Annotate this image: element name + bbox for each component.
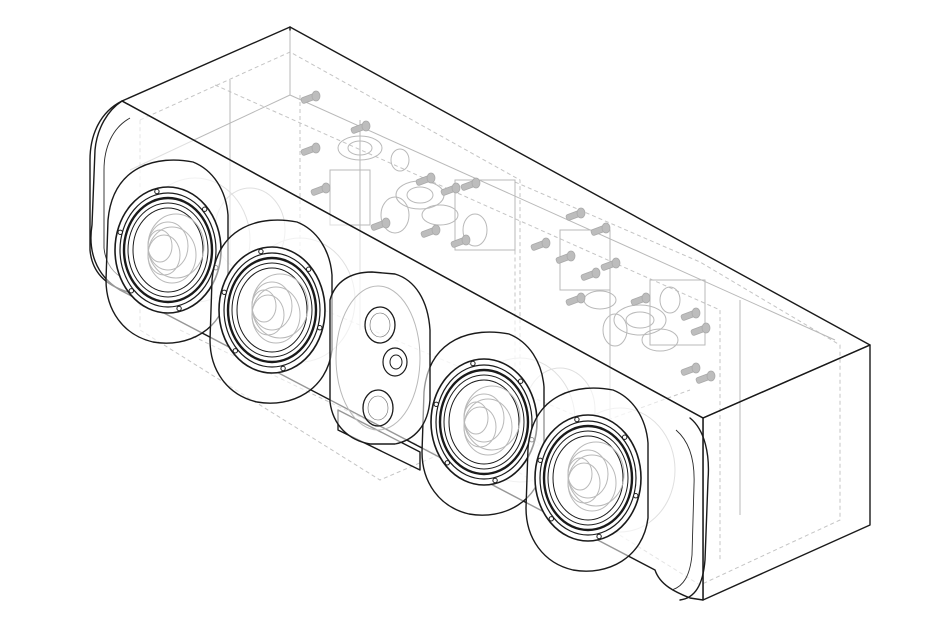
- cabinet-right-face: [702, 344, 871, 601]
- woofer-ring: [119, 192, 217, 308]
- bolt: [415, 172, 436, 186]
- bolt: [565, 292, 586, 306]
- screw: [154, 188, 160, 195]
- bolt: [460, 177, 481, 191]
- crossover-component-cluster-right: [559, 229, 706, 352]
- tweeter-upper: [364, 306, 396, 344]
- woofer-ring: [542, 424, 634, 532]
- port-inner: [389, 354, 403, 370]
- screw: [633, 493, 639, 499]
- port-ring: [382, 347, 408, 377]
- bolt: [565, 207, 586, 221]
- bolt: [680, 307, 701, 321]
- screw: [470, 360, 476, 367]
- screw: [280, 365, 286, 372]
- cone-detail: [567, 441, 625, 507]
- screw: [128, 288, 135, 294]
- woofer-ring: [122, 196, 214, 304]
- bolt: [600, 257, 621, 271]
- screw: [317, 325, 323, 331]
- cone-detail: [463, 398, 513, 456]
- tweeter-upper-dome: [369, 312, 391, 338]
- bolt: [530, 237, 551, 251]
- bolt: [590, 222, 611, 236]
- woofer-ring: [552, 435, 624, 521]
- bolt: [555, 250, 576, 264]
- cone-detail: [251, 273, 309, 339]
- screw: [492, 477, 498, 484]
- bolt: [350, 120, 371, 134]
- woofer-ring: [435, 364, 533, 480]
- bolt: [450, 234, 471, 248]
- screw: [537, 457, 543, 463]
- cone-detail: [567, 454, 617, 512]
- tweeter-lower-grille: [362, 389, 394, 427]
- internal-bolts: [300, 90, 716, 384]
- woofer-ring: [218, 246, 326, 374]
- screw: [221, 289, 227, 295]
- woofer-ring: [448, 379, 520, 465]
- woofer-ring: [534, 414, 642, 542]
- screw: [444, 460, 451, 466]
- screw: [574, 416, 580, 423]
- bolt: [300, 90, 321, 104]
- woofer-ring: [132, 207, 204, 293]
- woofer-ring: [547, 430, 629, 526]
- screw: [621, 434, 628, 440]
- screw: [232, 348, 239, 354]
- bolt: [300, 142, 321, 156]
- screw: [305, 266, 312, 272]
- woofer-4: [525, 387, 649, 572]
- woofer-ring: [114, 186, 222, 314]
- woofer-2: [209, 219, 333, 404]
- cone-detail: [251, 286, 301, 344]
- screw: [433, 401, 439, 407]
- woofer-ring: [430, 358, 538, 486]
- bolt: [695, 370, 716, 384]
- bolt: [580, 267, 601, 281]
- cone-detail: [147, 226, 197, 284]
- woofer-ring: [223, 252, 321, 368]
- bolt: [630, 292, 651, 306]
- woofer-ring: [226, 256, 318, 364]
- center-module-plate: [329, 271, 431, 445]
- center-module-ghost-ring: [335, 285, 421, 431]
- screw: [176, 305, 182, 312]
- screw: [117, 229, 123, 235]
- screw: [517, 378, 524, 384]
- center-tweeter-module: [329, 271, 431, 445]
- woofer-3: [421, 331, 545, 516]
- woofer-ring: [539, 420, 637, 536]
- woofer-ring: [231, 262, 313, 358]
- cone-detail: [463, 385, 521, 451]
- midrange-port: [382, 347, 408, 377]
- tweeter-lower: [362, 389, 394, 427]
- woofer-1: [105, 159, 229, 344]
- right-end-cap-inner: [671, 429, 695, 591]
- bolt: [690, 322, 711, 336]
- tweeter-lower-dome: [367, 395, 389, 421]
- bolt: [370, 217, 391, 231]
- woofer-ring: [127, 202, 209, 298]
- bolt: [420, 224, 441, 238]
- bolt: [310, 182, 331, 196]
- right-end-cap: [679, 417, 710, 601]
- bolt: [440, 182, 461, 196]
- bolt: [680, 362, 701, 376]
- screw: [548, 516, 555, 522]
- drivers: [105, 159, 649, 572]
- screw: [596, 533, 602, 540]
- screw: [201, 206, 208, 212]
- woofer-ring: [443, 374, 525, 470]
- tweeter-upper-grille: [364, 306, 396, 344]
- screw: [258, 248, 264, 255]
- internal-rail-top: [214, 84, 721, 560]
- cone-detail: [147, 213, 205, 279]
- woofer-ring: [236, 267, 308, 353]
- woofer-ring: [438, 368, 530, 476]
